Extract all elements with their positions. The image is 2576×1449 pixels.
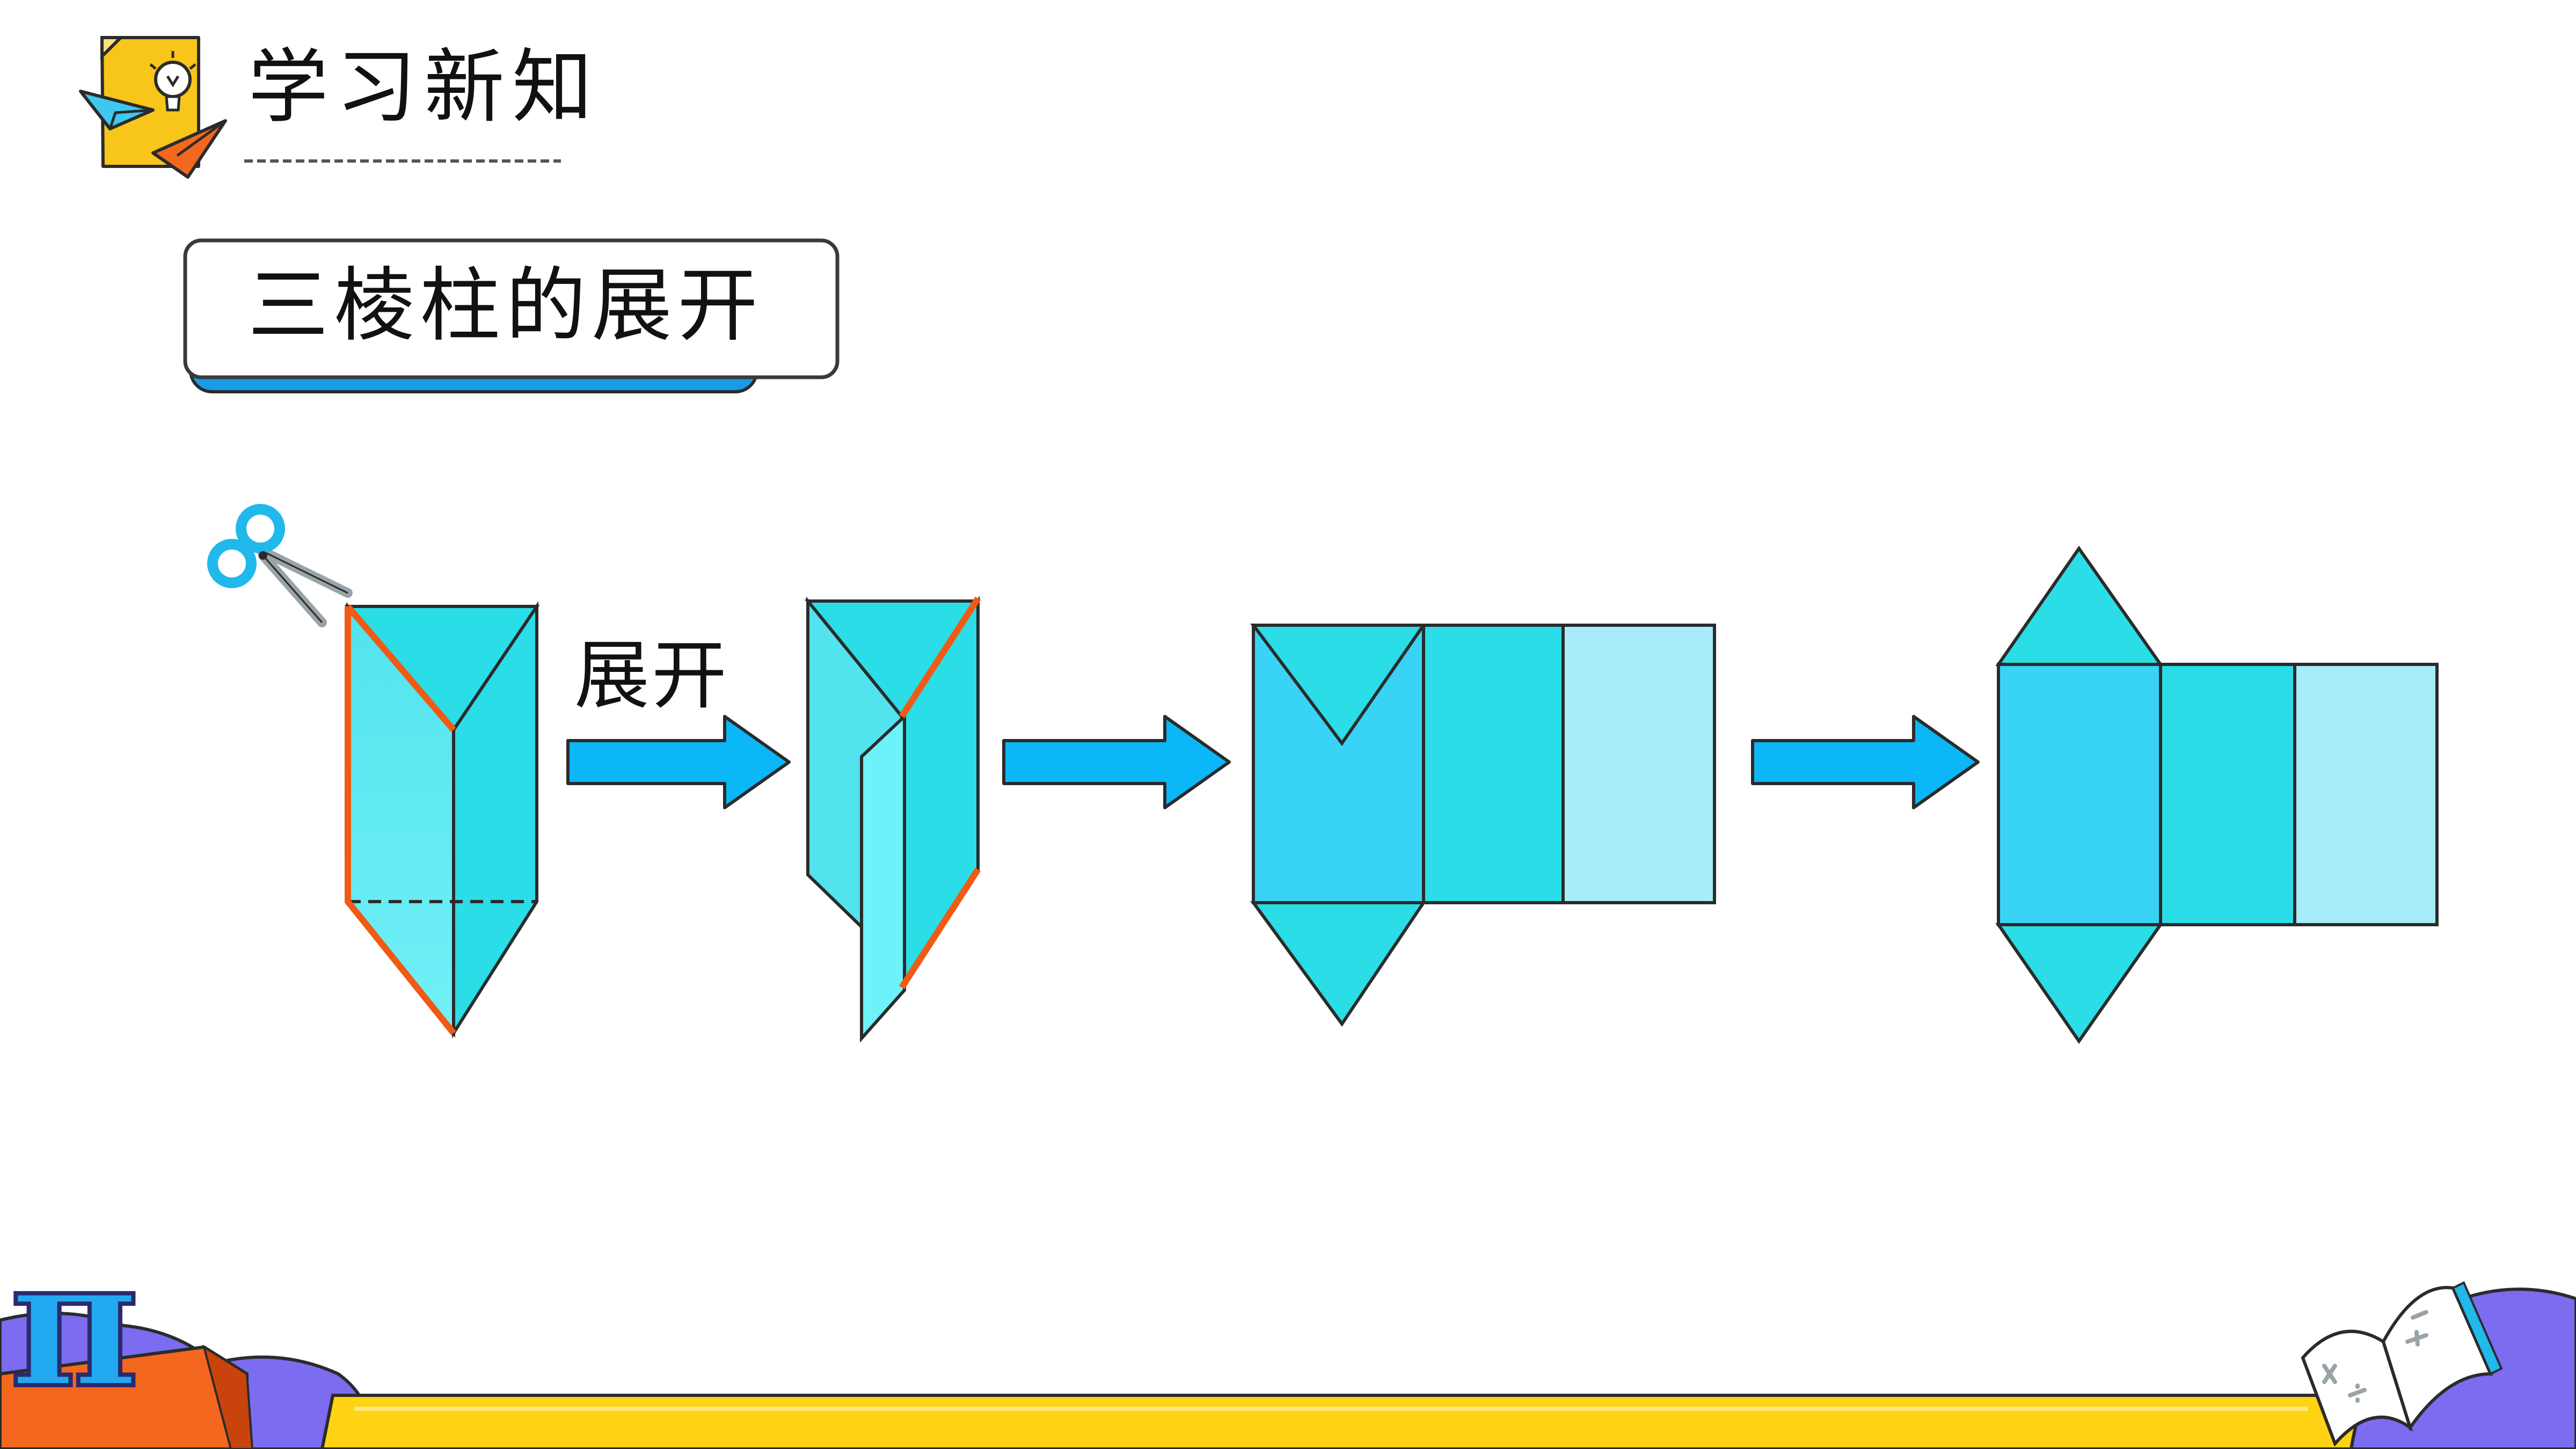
pi-icon: π	[8, 1219, 142, 1427]
scissors-icon	[207, 504, 353, 627]
page-title: 学习新知	[248, 41, 601, 134]
header-badge-icon	[79, 36, 227, 179]
paper-plane-icon	[79, 90, 155, 130]
arrow-right-icon	[1751, 715, 1980, 809]
prism-net-full	[1995, 545, 2439, 1044]
paper-plane-icon	[151, 119, 227, 179]
open-book-icon	[2301, 1281, 2503, 1447]
lightbulb-icon	[149, 51, 196, 112]
arrow-right-icon	[566, 715, 791, 809]
arrow-right-icon	[1002, 715, 1231, 809]
prism-closed	[344, 601, 540, 1039]
footer-decoration	[0, 1281, 2576, 1449]
section-title: 三棱柱的展开	[248, 259, 764, 353]
section-title-box	[183, 238, 840, 393]
prism-net-partial	[1250, 624, 1716, 1027]
unfold-label: 展开	[574, 632, 729, 720]
prism-unfolding	[804, 596, 981, 1043]
